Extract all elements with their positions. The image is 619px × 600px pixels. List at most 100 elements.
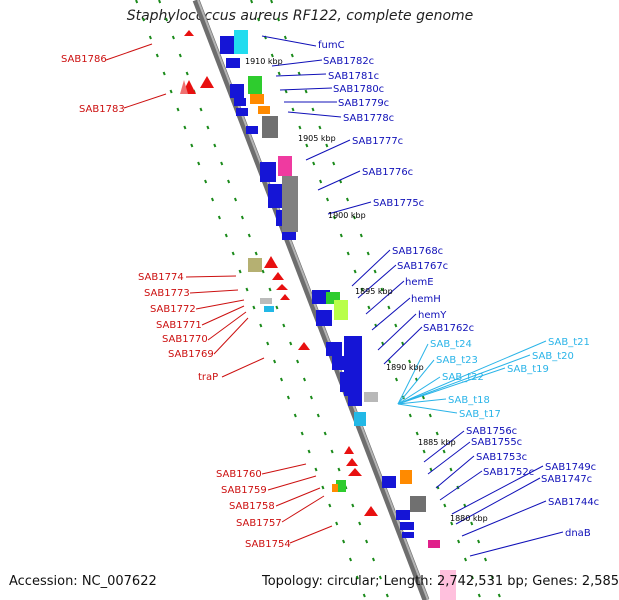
leader-line-40	[261, 463, 307, 475]
reverse-gene-12	[180, 80, 188, 94]
accession-info: Accession: NC_007622	[9, 574, 157, 589]
forward-gene-5	[246, 126, 258, 134]
trna-label-sab-t24[interactable]: SAB_t24	[430, 339, 472, 350]
gene-label-sab1779c[interactable]: SAB1779c	[338, 98, 389, 109]
guide-dash-0	[169, 89, 173, 94]
guide-dash-0	[307, 449, 311, 454]
forward-gene-19	[402, 532, 414, 538]
gene-label-sab1771[interactable]: SAB1771	[156, 320, 202, 331]
guide-dash-3	[449, 467, 453, 472]
guide-dash-2	[353, 269, 357, 274]
gene-label-trap[interactable]: traP	[198, 372, 218, 383]
trna-label-sab-t17[interactable]: SAB_t17	[459, 409, 501, 420]
guide-dash-0	[148, 35, 152, 40]
gene-label-sab1756c[interactable]: SAB1756c	[466, 426, 517, 437]
guide-dash-0	[328, 503, 332, 508]
trna-label-sab-t23[interactable]: SAB_t23	[436, 355, 478, 366]
gene-label-sab1772[interactable]: SAB1772	[150, 304, 196, 315]
gene-label-sab1777c[interactable]: SAB1777c	[352, 136, 403, 147]
gene-label-sab1774[interactable]: SAB1774	[138, 272, 184, 283]
forward-gene-1	[226, 58, 240, 68]
guide-dash-2	[305, 143, 309, 148]
gene-label-dnab[interactable]: dnaB	[565, 528, 591, 539]
gene-label-sab1769[interactable]: SAB1769	[168, 349, 214, 360]
guide-dash-2	[291, 107, 295, 112]
guide-dash-2	[463, 557, 468, 562]
guide-dash-2	[360, 287, 364, 292]
leader-line-16	[427, 441, 471, 475]
guide-dash-3	[477, 539, 481, 544]
gene-label-sab1770[interactable]: SAB1770	[162, 334, 208, 345]
leader-line-21	[461, 500, 547, 537]
guide-dash-1	[378, 575, 382, 580]
gene-label-hemh[interactable]: hemH	[411, 294, 441, 305]
gene-label-sab1776c[interactable]: SAB1776c	[362, 167, 413, 178]
gene-label-sab1775c[interactable]: SAB1775c	[373, 198, 424, 209]
guide-dash-3	[483, 557, 488, 562]
kbp-marker-1895: 1895 kbp	[355, 287, 393, 296]
guide-dash-3	[283, 35, 287, 40]
guide-dash-0	[217, 215, 221, 220]
gene-label-sab1781c[interactable]: SAB1781c	[328, 71, 379, 82]
forward-gene-12	[326, 342, 342, 356]
guide-dash-0	[252, 305, 256, 310]
leader-line-19	[451, 465, 544, 515]
guide-dash-1	[185, 71, 189, 76]
gene-features	[180, 30, 456, 600]
trna-label-sab-t18[interactable]: SAB_t18	[448, 395, 490, 406]
guide-dash-3	[428, 413, 432, 418]
leader-line-30	[397, 403, 458, 414]
trna-label-sab-t21[interactable]: SAB_t21	[548, 337, 590, 348]
gene-label-sab1759[interactable]: SAB1759	[221, 485, 267, 496]
kbp-marker-1885: 1885 kbp	[418, 438, 456, 447]
gene-label-sab1767c[interactable]: SAB1767c	[397, 261, 448, 272]
gene-label-fumc[interactable]: fumC	[318, 40, 345, 51]
gene-label-sab1753c[interactable]: SAB1753c	[476, 452, 527, 463]
trna-label-sab-t19[interactable]: SAB_t19	[507, 364, 549, 375]
gene-label-sab1754[interactable]: SAB1754	[245, 539, 291, 550]
leader-line-32	[123, 93, 167, 109]
gene-label-sab1749c[interactable]: SAB1749c	[545, 462, 596, 473]
reverse-gene-11	[364, 506, 378, 516]
guide-dash-3	[345, 197, 350, 202]
guide-dash-2	[457, 539, 461, 544]
forward-gene-2	[230, 84, 244, 98]
guide-dash-0	[355, 575, 359, 580]
leader-line-28	[397, 367, 506, 405]
leader-line-36	[201, 305, 245, 326]
guide-dash-0	[204, 179, 208, 184]
gray-gene-3	[410, 496, 426, 512]
genome-title: Staphylococcus aureus RF122, complete ge…	[126, 8, 474, 24]
kbp-marker-1910: 1910 kbp	[245, 57, 283, 66]
leader-line-27	[397, 354, 531, 405]
gene-label-sab1773[interactable]: SAB1773	[144, 288, 190, 299]
gene-label-sab1780c[interactable]: SAB1780c	[333, 84, 384, 95]
gene-label-sab1768c[interactable]: SAB1768c	[392, 246, 443, 257]
gene-label-sab1744c[interactable]: SAB1744c	[548, 497, 599, 508]
gene-label-sab1758[interactable]: SAB1758	[229, 501, 275, 512]
guide-dash-2	[270, 53, 274, 58]
genome-map-view: Staphylococcus aureus RF122, complete ge…	[9, 0, 619, 600]
guide-dash-3	[359, 233, 363, 238]
guide-dash-2	[477, 593, 481, 598]
guide-dash-0	[342, 539, 346, 544]
gene-label-sab1757[interactable]: SAB1757	[236, 518, 282, 529]
gene-label-sab1782c[interactable]: SAB1782c	[323, 56, 374, 67]
label-leader-lines	[105, 35, 564, 557]
gene-label-sab1755c[interactable]: SAB1755c	[471, 437, 522, 448]
gene-label-sab1760[interactable]: SAB1760	[216, 469, 262, 480]
guide-dash-1	[330, 449, 334, 454]
gene-label-sab1786[interactable]: SAB1786	[61, 54, 107, 65]
gene-label-sab1747c[interactable]: SAB1747c	[541, 474, 592, 485]
gene-label-heme[interactable]: hemE	[405, 277, 434, 288]
gene-label-sab1778c[interactable]: SAB1778c	[343, 113, 394, 124]
gene-label-sab1752c[interactable]: SAB1752c	[483, 467, 534, 478]
trna-label-sab-t22[interactable]: SAB_t22	[442, 372, 484, 383]
gene-label-hemy[interactable]: hemY	[418, 310, 447, 321]
guide-dash-3	[470, 521, 474, 526]
kbp-marker-1880: 1880 kbp	[450, 514, 488, 523]
gene-label-sab1762c[interactable]: SAB1762c	[423, 323, 474, 334]
gene-label-sab1783[interactable]: SAB1783	[79, 104, 125, 115]
trna-label-sab-t20[interactable]: SAB_t20	[532, 351, 574, 362]
kbp-marker-1890: 1890 kbp	[386, 363, 424, 372]
